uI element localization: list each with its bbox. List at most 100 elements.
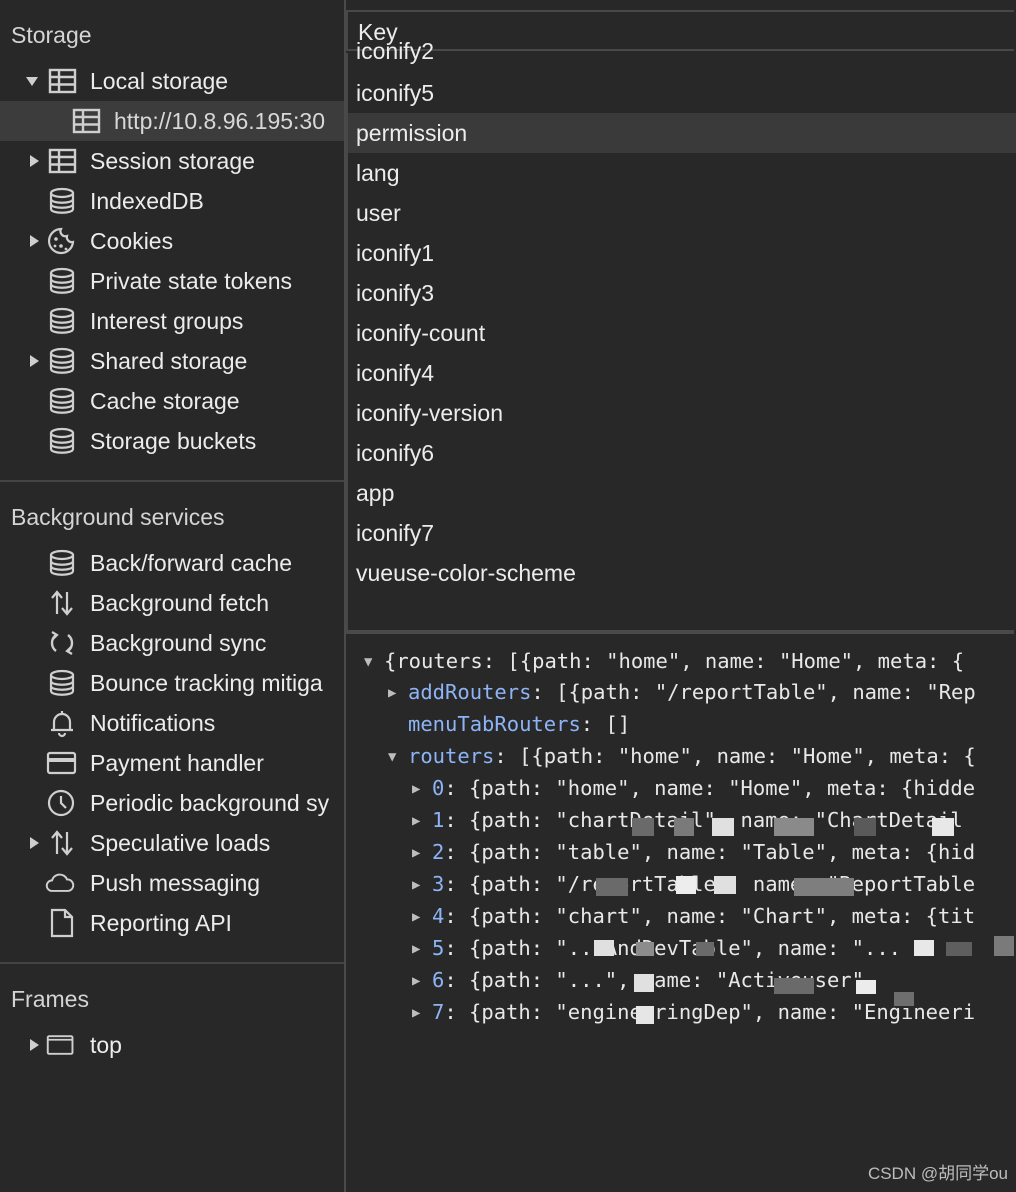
key-cell: iconify2: [356, 38, 434, 64]
key-column-header[interactable]: Key: [346, 10, 1014, 51]
key-cell: vueuse-color-scheme: [356, 560, 576, 586]
card-icon: [46, 751, 77, 775]
sidebar-item-reporting-api[interactable]: Reporting API: [0, 903, 345, 943]
table-row[interactable]: iconify6: [348, 433, 1016, 473]
sidebar-item-back-forward-cache[interactable]: Back/forward cache: [0, 543, 345, 583]
sidebar-item-label: Interest groups: [90, 308, 244, 334]
background-services-section-title: Background services: [11, 504, 225, 530]
keys-table-body[interactable]: iconify2 iconify5 permission lang user i…: [346, 38, 1016, 632]
chevron-right-icon[interactable]: [28, 835, 40, 851]
key-cell: app: [356, 480, 395, 506]
sidebar-item-label: Background sync: [90, 630, 267, 656]
json-array-item[interactable]: ▶2: {path: "table", name: "Table", meta:…: [412, 837, 975, 867]
table-row[interactable]: iconify7: [348, 513, 1016, 553]
sidebar-item-speculative-loads[interactable]: Speculative loads: [0, 823, 345, 863]
up-down-arrows-icon: [51, 830, 73, 856]
json-array-item[interactable]: ▶7: {path: "engineeringDep", name: "Engi…: [412, 997, 975, 1027]
key-cell: user: [356, 200, 401, 226]
expand-triangle-right-icon[interactable]: ▶: [412, 781, 421, 797]
key-cell: iconify-count: [356, 320, 486, 346]
key-cell: permission: [356, 120, 468, 146]
sidebar-item-shared-storage[interactable]: Shared storage: [0, 341, 345, 381]
table-row[interactable]: iconify-count: [348, 313, 1016, 353]
key-cell: lang: [356, 160, 400, 186]
json-array-item[interactable]: ▶4: {path: "chart", name: "Chart", meta:…: [412, 901, 975, 931]
sidebar-item-bounce-tracking[interactable]: Bounce tracking mitiga: [0, 663, 345, 703]
json-array-item[interactable]: ▶0: {path: "home", name: "Home", meta: {…: [412, 773, 975, 803]
table-row[interactable]: iconify2: [348, 31, 1016, 71]
expand-triangle-right-icon[interactable]: ▶: [412, 877, 421, 893]
sidebar-item-interest-groups[interactable]: Interest groups: [0, 301, 345, 341]
expand-triangle-down-icon[interactable]: ▼: [364, 654, 373, 670]
sidebar-item-label: Speculative loads: [90, 830, 271, 856]
expand-triangle-down-icon[interactable]: ▼: [388, 749, 397, 765]
sidebar-item-label: Periodic background sy: [90, 790, 330, 816]
json-array-item[interactable]: ▶1: {path: "chartDetail", name: "ChartDe…: [412, 805, 963, 835]
value-preview-panel: ▼{routers: [{path: "home", name: "Home",…: [346, 634, 1014, 1192]
sidebar-item-payment-handler[interactable]: Payment handler: [0, 743, 345, 783]
table-row[interactable]: iconify3: [348, 273, 1016, 313]
sidebar-item-label: Reporting API: [90, 910, 232, 936]
expand-triangle-right-icon[interactable]: ▶: [412, 845, 421, 861]
table-row[interactable]: iconify5: [348, 73, 1016, 113]
sidebar-item-periodic-background-sync[interactable]: Periodic background sy: [0, 783, 345, 823]
json-property-routers[interactable]: ▼routers: [{path: "home", name: "Home", …: [388, 741, 976, 771]
sidebar-item-local-storage-origin[interactable]: http://10.8.96.195:30: [0, 101, 345, 141]
sidebar-item-label: Cache storage: [90, 388, 240, 414]
database-icon: [49, 669, 75, 696]
table-row[interactable]: iconify-version: [348, 393, 1016, 433]
sidebar-item-local-storage[interactable]: Local storage: [0, 61, 345, 101]
chevron-right-icon[interactable]: [28, 153, 40, 169]
table-row[interactable]: lang: [348, 153, 1016, 193]
sidebar-item-frame-top[interactable]: top: [0, 1025, 345, 1065]
key-cell: iconify6: [356, 440, 434, 466]
sidebar-item-session-storage[interactable]: Session storage: [0, 141, 345, 181]
sidebar-item-cache-storage[interactable]: Cache storage: [0, 381, 345, 421]
chevron-right-icon[interactable]: [28, 353, 40, 369]
table-row[interactable]: iconify1: [348, 233, 1016, 273]
expand-triangle-right-icon[interactable]: ▶: [412, 909, 421, 925]
section-divider: [0, 480, 345, 482]
sidebar-item-private-state-tokens[interactable]: Private state tokens: [0, 261, 345, 301]
sidebar-item-background-fetch[interactable]: Background fetch: [0, 583, 345, 623]
key-cell: iconify7: [356, 520, 434, 546]
chevron-down-icon[interactable]: [26, 73, 38, 89]
table-row[interactable]: app: [348, 473, 1016, 513]
storage-keys-table: Key iconify2 iconify5 permission lang us…: [346, 0, 1016, 632]
expand-triangle-right-icon[interactable]: ▶: [412, 813, 421, 829]
sidebar-item-notifications[interactable]: Notifications: [0, 703, 345, 743]
application-sidebar: Storage Local storage http://10.8.96.195…: [0, 0, 345, 1192]
clock-icon: [47, 789, 75, 817]
sidebar-item-background-sync[interactable]: Background sync: [0, 623, 345, 663]
sidebar-item-cookies[interactable]: Cookies: [0, 221, 345, 261]
expand-triangle-right-icon[interactable]: ▶: [412, 973, 421, 989]
expand-triangle-right-icon[interactable]: ▶: [388, 685, 397, 701]
sidebar-item-indexeddb[interactable]: IndexedDB: [0, 181, 345, 221]
table-row-selected[interactable]: permission: [348, 113, 1016, 153]
chevron-right-icon[interactable]: [28, 233, 40, 249]
sidebar-item-storage-buckets[interactable]: Storage buckets: [0, 421, 345, 461]
key-cell: iconify-version: [356, 400, 503, 426]
expand-triangle-right-icon[interactable]: ▶: [412, 941, 421, 957]
table-icon: [72, 108, 101, 134]
json-array-item[interactable]: ▶5: {path: "...AndDevTable", name: "...: [412, 933, 901, 963]
sidebar-item-label: http://10.8.96.195:30: [114, 108, 326, 134]
json-property-menutabrouters: menuTabRouters: []: [408, 712, 631, 736]
sidebar-item-label: IndexedDB: [90, 188, 204, 214]
table-row[interactable]: vueuse-color-scheme: [348, 553, 1016, 593]
sidebar-resizer[interactable]: [344, 0, 346, 1192]
table-icon: [48, 68, 77, 94]
chevron-right-icon[interactable]: [28, 1037, 40, 1053]
key-cell: iconify5: [356, 80, 434, 106]
table-row[interactable]: iconify4: [348, 353, 1016, 393]
database-icon: [49, 307, 75, 334]
expand-triangle-right-icon[interactable]: ▶: [412, 1005, 421, 1021]
sidebar-item-label: Background fetch: [90, 590, 270, 616]
json-property-addrouters[interactable]: ▶addRouters: [{path: "/reportTable", nam…: [388, 677, 976, 707]
json-root-line[interactable]: ▼{routers: [{path: "home", name: "Home",…: [364, 646, 964, 676]
panel-resizer[interactable]: [346, 630, 1014, 634]
json-array-item[interactable]: ▶3: {path: "/reportTable", name: "Report…: [412, 869, 975, 899]
table-row[interactable]: user: [348, 193, 1016, 233]
sidebar-item-push-messaging[interactable]: Push messaging: [0, 863, 345, 903]
sidebar-item-label: Session storage: [90, 148, 255, 174]
